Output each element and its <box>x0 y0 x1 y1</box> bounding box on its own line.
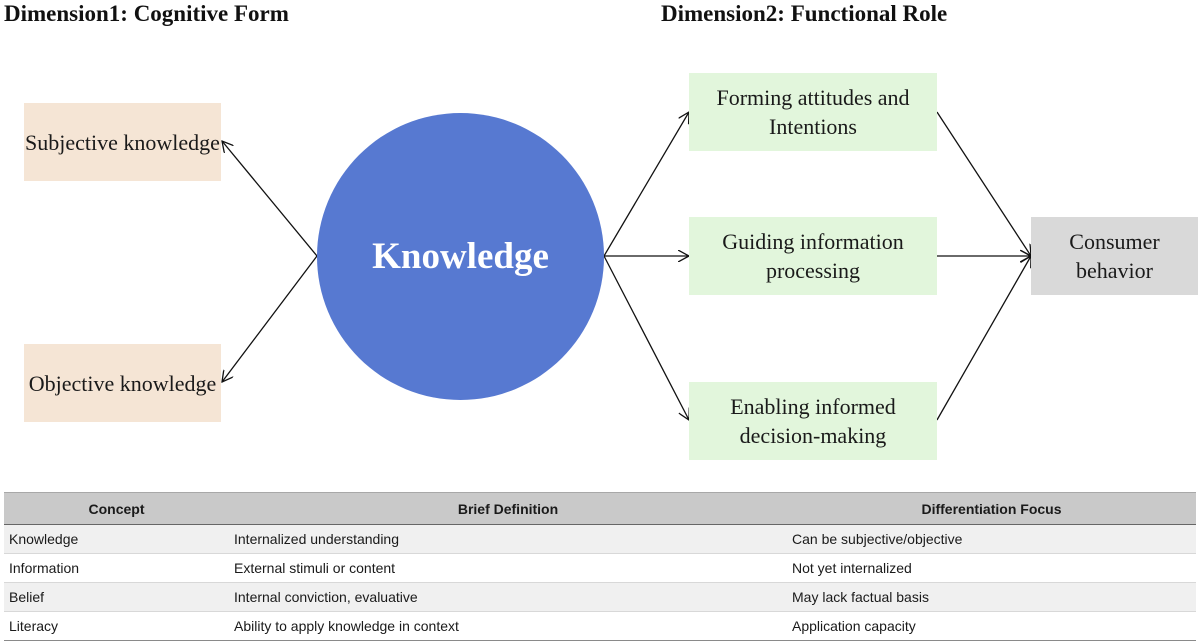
arrow-forming-to-behavior <box>936 111 1031 256</box>
table-row: Knowledge Internalized understanding Can… <box>4 524 1196 554</box>
table-row: Belief Internal conviction, evaluative M… <box>4 582 1196 612</box>
header-brief-definition: Brief Definition <box>229 492 787 525</box>
table-row: Information External stimuli or content … <box>4 553 1196 583</box>
arrow-to-enabling <box>603 255 689 420</box>
arrow-enabling-to-behavior <box>936 256 1031 421</box>
objective-knowledge-box: Objective knowledge <box>24 344 221 422</box>
definition-cell: Internalized understanding <box>229 524 787 554</box>
concept-cell: Information <box>4 553 229 583</box>
table-header-row: Concept Brief Definition Differentiation… <box>4 492 1196 525</box>
dimension1-heading: Dimension1: Cognitive Form <box>4 1 289 26</box>
focus-cell: May lack factual basis <box>787 582 1196 612</box>
focus-cell: Can be subjective/objective <box>787 524 1196 554</box>
knowledge-circle: Knowledge <box>317 113 604 400</box>
consumer-behavior-box: Consumer behavior <box>1031 217 1198 295</box>
knowledge-label: Knowledge <box>372 236 549 277</box>
focus-cell: Application capacity <box>787 611 1196 641</box>
definition-cell: External stimuli or content <box>229 553 787 583</box>
arrow-to-objective <box>222 255 318 382</box>
enabling-decision-box: Enabling informed decision-making <box>689 382 937 460</box>
focus-cell: Not yet internalized <box>787 553 1196 583</box>
dimension2-heading: Dimension2: Functional Role <box>661 1 948 26</box>
concept-cell: Literacy <box>4 611 229 641</box>
arrow-to-forming <box>603 112 689 257</box>
table-row: Literacy Ability to apply knowledge in c… <box>4 611 1196 641</box>
header-concept: Concept <box>4 492 229 525</box>
definitions-table: Concept Brief Definition Differentiation… <box>4 492 1196 641</box>
connector-arrows <box>0 0 1200 480</box>
arrow-to-subjective <box>222 141 318 257</box>
guiding-information-box: Guiding information processing <box>689 217 937 295</box>
concept-cell: Belief <box>4 582 229 612</box>
subjective-knowledge-box: Subjective knowledge <box>24 103 221 181</box>
concept-cell: Knowledge <box>4 524 229 554</box>
forming-attitudes-box: Forming attitudes and Intentions <box>689 73 937 151</box>
header-differentiation-focus: Differentiation Focus <box>787 492 1196 525</box>
definition-cell: Internal conviction, evaluative <box>229 582 787 612</box>
definition-cell: Ability to apply knowledge in context <box>229 611 787 641</box>
